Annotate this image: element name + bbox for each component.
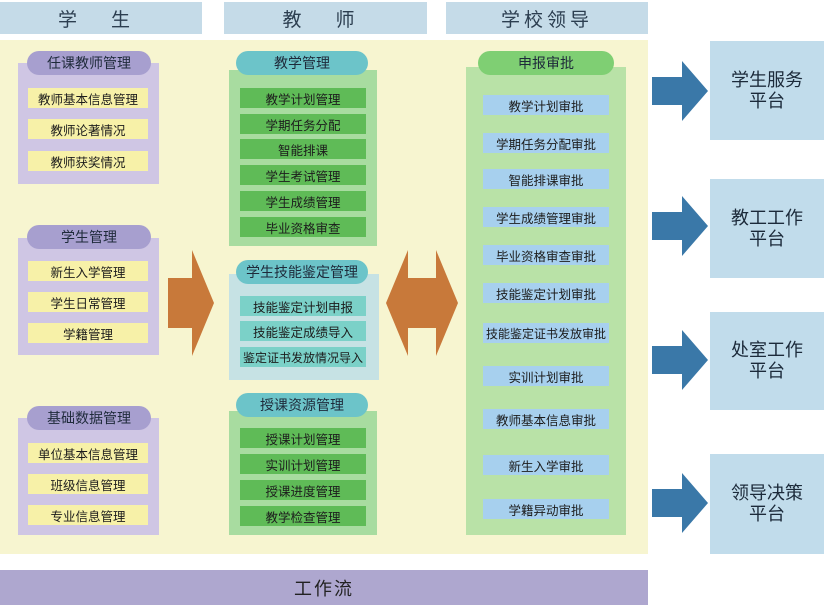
resource-title: 授课资源管理	[236, 393, 368, 417]
left-item[interactable]: 单位基本信息管理	[28, 443, 148, 463]
header-leader: 学校领导	[446, 2, 648, 34]
left-item[interactable]: 新生入学管理	[28, 261, 148, 281]
platform-line1: 处室工作	[731, 340, 803, 361]
approval-title: 申报审批	[478, 51, 614, 75]
middle-item[interactable]: 教学检查管理	[240, 506, 366, 526]
arrow-right-icon	[168, 250, 214, 356]
teaching-title: 教学管理	[236, 51, 368, 75]
left-item[interactable]: 专业信息管理	[28, 505, 148, 525]
arrow-right-icon	[652, 330, 708, 390]
platform-line1: 教工工作	[731, 207, 803, 229]
approval-item[interactable]: 技能鉴定证书发放审批	[483, 323, 609, 343]
arrow-right-icon	[652, 61, 708, 121]
base-data-title: 基础数据管理	[27, 406, 151, 430]
approval-item[interactable]: 学期任务分配审批	[483, 133, 609, 153]
left-item[interactable]: 教师基本信息管理	[28, 88, 148, 108]
left-item[interactable]: 学籍管理	[28, 323, 148, 343]
left-item[interactable]: 学生日常管理	[28, 292, 148, 312]
platform-office-work[interactable]: 处室工作 平台	[710, 312, 824, 410]
platform-line2: 平台	[749, 504, 785, 525]
middle-item[interactable]: 技能鉴定计划申报	[240, 296, 366, 316]
middle-item[interactable]: 实训计划管理	[240, 454, 366, 474]
arrow-right-icon	[652, 473, 708, 533]
left-item[interactable]: 教师获奖情况	[28, 151, 148, 171]
middle-item[interactable]: 毕业资格审查	[240, 217, 366, 237]
platform-line2: 平台	[749, 90, 785, 112]
approval-item[interactable]: 智能排课审批	[483, 169, 609, 189]
platform-line1: 学生服务	[731, 69, 803, 91]
header-student: 学 生	[0, 2, 202, 34]
skill-title: 学生技能鉴定管理	[236, 260, 368, 284]
approval-item[interactable]: 实训计划审批	[483, 366, 609, 386]
platform-leader-decision[interactable]: 领导决策 平台	[710, 454, 824, 554]
approval-item[interactable]: 毕业资格审查审批	[483, 245, 609, 265]
middle-item[interactable]: 技能鉴定成绩导入	[240, 321, 366, 341]
platform-line2: 平台	[749, 361, 785, 382]
workflow-footer: 工作流	[0, 570, 648, 605]
middle-item[interactable]: 授课计划管理	[240, 428, 366, 448]
middle-item[interactable]: 鉴定证书发放情况导入	[240, 347, 366, 367]
platform-student-service[interactable]: 学生服务 平台	[710, 41, 824, 140]
approval-item[interactable]: 学生成绩管理审批	[483, 207, 609, 227]
approval-item[interactable]: 教师基本信息审批	[483, 409, 609, 429]
teacher-mgmt-title: 任课教师管理	[27, 51, 151, 75]
middle-item[interactable]: 学生成绩管理	[240, 191, 366, 211]
header-teacher: 教 师	[224, 2, 427, 34]
student-mgmt-title: 学生管理	[27, 225, 151, 249]
approval-item[interactable]: 学籍异动审批	[483, 499, 609, 519]
middle-item[interactable]: 学期任务分配	[240, 114, 366, 134]
middle-item[interactable]: 授课进度管理	[240, 480, 366, 500]
approval-item[interactable]: 技能鉴定计划审批	[483, 283, 609, 303]
middle-item[interactable]: 智能排课	[240, 139, 366, 159]
left-item[interactable]: 班级信息管理	[28, 474, 148, 494]
platform-staff-work[interactable]: 教工工作 平台	[710, 179, 824, 278]
approval-item[interactable]: 教学计划审批	[483, 95, 609, 115]
left-item[interactable]: 教师论著情况	[28, 119, 148, 139]
approval-item[interactable]: 新生入学审批	[483, 455, 609, 475]
arrow-right-icon	[652, 196, 708, 256]
middle-item[interactable]: 学生考试管理	[240, 165, 366, 185]
platform-line1: 领导决策	[731, 483, 803, 504]
middle-item[interactable]: 教学计划管理	[240, 88, 366, 108]
double-arrow-icon	[386, 250, 458, 356]
platform-line2: 平台	[749, 228, 785, 250]
